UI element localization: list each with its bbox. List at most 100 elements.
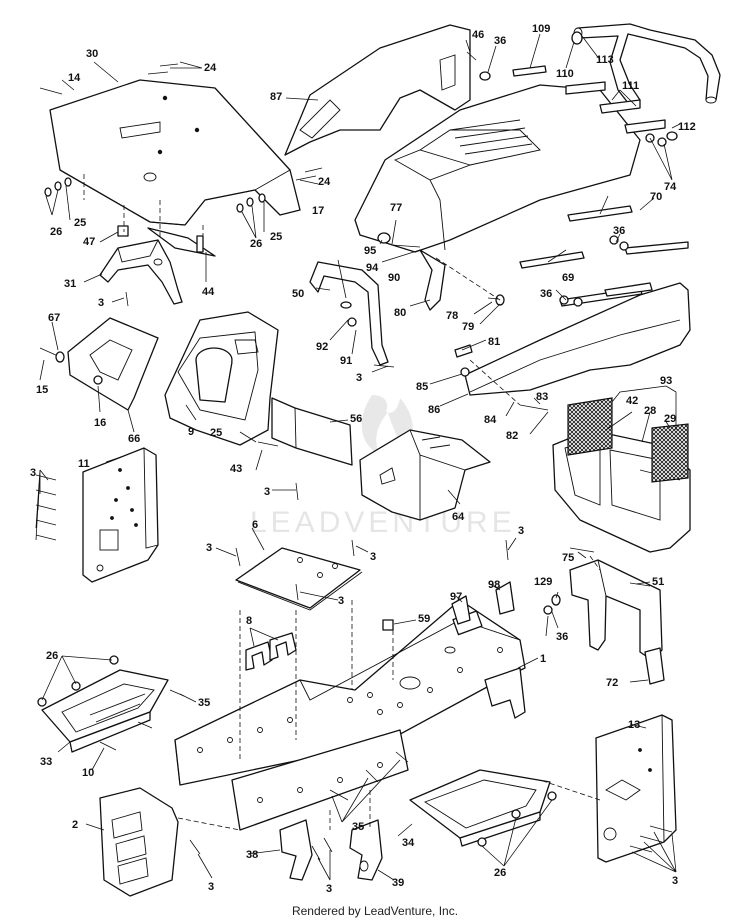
leader-lines (35, 33, 681, 881)
label-42: 42 (626, 395, 638, 407)
label-111: 111 (622, 80, 639, 92)
label-97: 97 (450, 591, 462, 603)
label-112: 112 (678, 121, 696, 133)
label-59: 59 (418, 613, 430, 625)
label-44: 44 (202, 286, 215, 298)
label-72: 72 (606, 677, 618, 689)
frame-rail-part (231, 729, 409, 831)
label-26c: 26 (46, 650, 58, 662)
label-3d: 3 (264, 486, 270, 498)
label-35a: 35 (198, 697, 210, 709)
label-2: 2 (72, 819, 78, 831)
label-3j: 3 (326, 883, 332, 895)
label-82: 82 (506, 430, 518, 442)
label-3a: 3 (98, 297, 104, 309)
label-25b: 25 (270, 231, 282, 243)
label-16: 16 (94, 417, 106, 429)
clip-part (245, 632, 297, 671)
label-6: 6 (252, 519, 258, 531)
label-13: 13 (628, 719, 640, 731)
label-36b: 36 (613, 225, 625, 237)
label-36a: 36 (494, 35, 506, 47)
label-3c: 3 (30, 467, 36, 479)
label-8: 8 (246, 615, 252, 627)
label-34: 34 (402, 837, 415, 849)
label-51: 51 (652, 576, 664, 588)
label-29: 29 (664, 413, 676, 425)
label-90: 90 (388, 272, 400, 284)
dash-console-part (164, 311, 279, 446)
label-3i: 3 (208, 881, 214, 893)
label-47: 47 (83, 236, 95, 248)
label-25a: 25 (74, 217, 86, 229)
label-80: 80 (394, 307, 406, 319)
rear-bracket-part (569, 559, 665, 685)
label-95: 95 (364, 245, 376, 257)
label-3g: 3 (338, 595, 344, 607)
label-79: 79 (462, 321, 474, 333)
label-24a: 24 (204, 62, 217, 74)
label-64: 64 (452, 511, 465, 523)
label-26b: 26 (250, 238, 262, 250)
label-1: 1 (540, 653, 546, 665)
label-43: 43 (230, 463, 242, 475)
label-94: 94 (366, 262, 379, 274)
label-78: 78 (446, 310, 458, 322)
label-98: 98 (488, 579, 500, 591)
hood-side-panel-part (284, 24, 471, 156)
label-110: 110 (556, 68, 574, 80)
label-56: 56 (350, 413, 362, 425)
handle-bracket-part (599, 99, 678, 141)
label-75: 75 (562, 552, 574, 564)
side-panel-part (67, 317, 159, 411)
label-81: 81 (488, 336, 500, 348)
label-67: 67 (48, 312, 60, 324)
fasteners-part (35, 51, 673, 861)
label-38: 38 (246, 849, 258, 861)
frame-bracket-part (359, 429, 491, 521)
label-129: 129 (534, 576, 552, 588)
label-3f: 3 (370, 551, 376, 563)
label-31: 31 (64, 278, 76, 290)
label-50: 50 (292, 288, 304, 300)
grille-part (552, 397, 691, 553)
label-33: 33 (40, 756, 52, 768)
hood-part (354, 84, 641, 253)
label-86: 86 (428, 404, 440, 416)
label-70: 70 (650, 191, 662, 203)
label-113: 113 (596, 54, 614, 66)
bracket-plate-part (147, 227, 216, 257)
hood-lower-panel-part (464, 282, 691, 396)
watermark-text: LEADVENTURE (250, 506, 516, 539)
label-109: 109 (532, 23, 550, 35)
label-25c: 25 (210, 427, 222, 439)
handle-bar-part (512, 23, 721, 109)
label-15: 15 (36, 384, 48, 396)
label-87: 87 (270, 91, 282, 103)
label-3h: 3 (518, 525, 524, 537)
label-26d: 26 (494, 867, 506, 879)
right-footrest-part (409, 769, 551, 847)
label-92: 92 (316, 341, 328, 353)
label-10: 10 (82, 767, 94, 779)
label-69: 69 (562, 272, 574, 284)
label-30: 30 (86, 48, 98, 60)
label-9: 9 (188, 426, 194, 438)
main-frame-part (174, 599, 526, 786)
label-11: 11 (78, 458, 90, 470)
cover-plate-part (271, 397, 353, 466)
label-46: 46 (472, 29, 484, 41)
dash-cover-part (49, 79, 301, 226)
label-3e: 3 (206, 542, 212, 554)
mount-plate-part (235, 547, 363, 611)
label-17: 17 (312, 205, 324, 217)
label-36c: 36 (540, 288, 552, 300)
lower-left-plate-part (99, 787, 179, 897)
label-35b: 35 (352, 821, 364, 833)
label-74: 74 (664, 181, 677, 193)
label-3k: 3 (672, 875, 678, 887)
label-93: 93 (660, 375, 672, 387)
label-14: 14 (68, 72, 81, 84)
label-24b: 24 (318, 176, 331, 188)
